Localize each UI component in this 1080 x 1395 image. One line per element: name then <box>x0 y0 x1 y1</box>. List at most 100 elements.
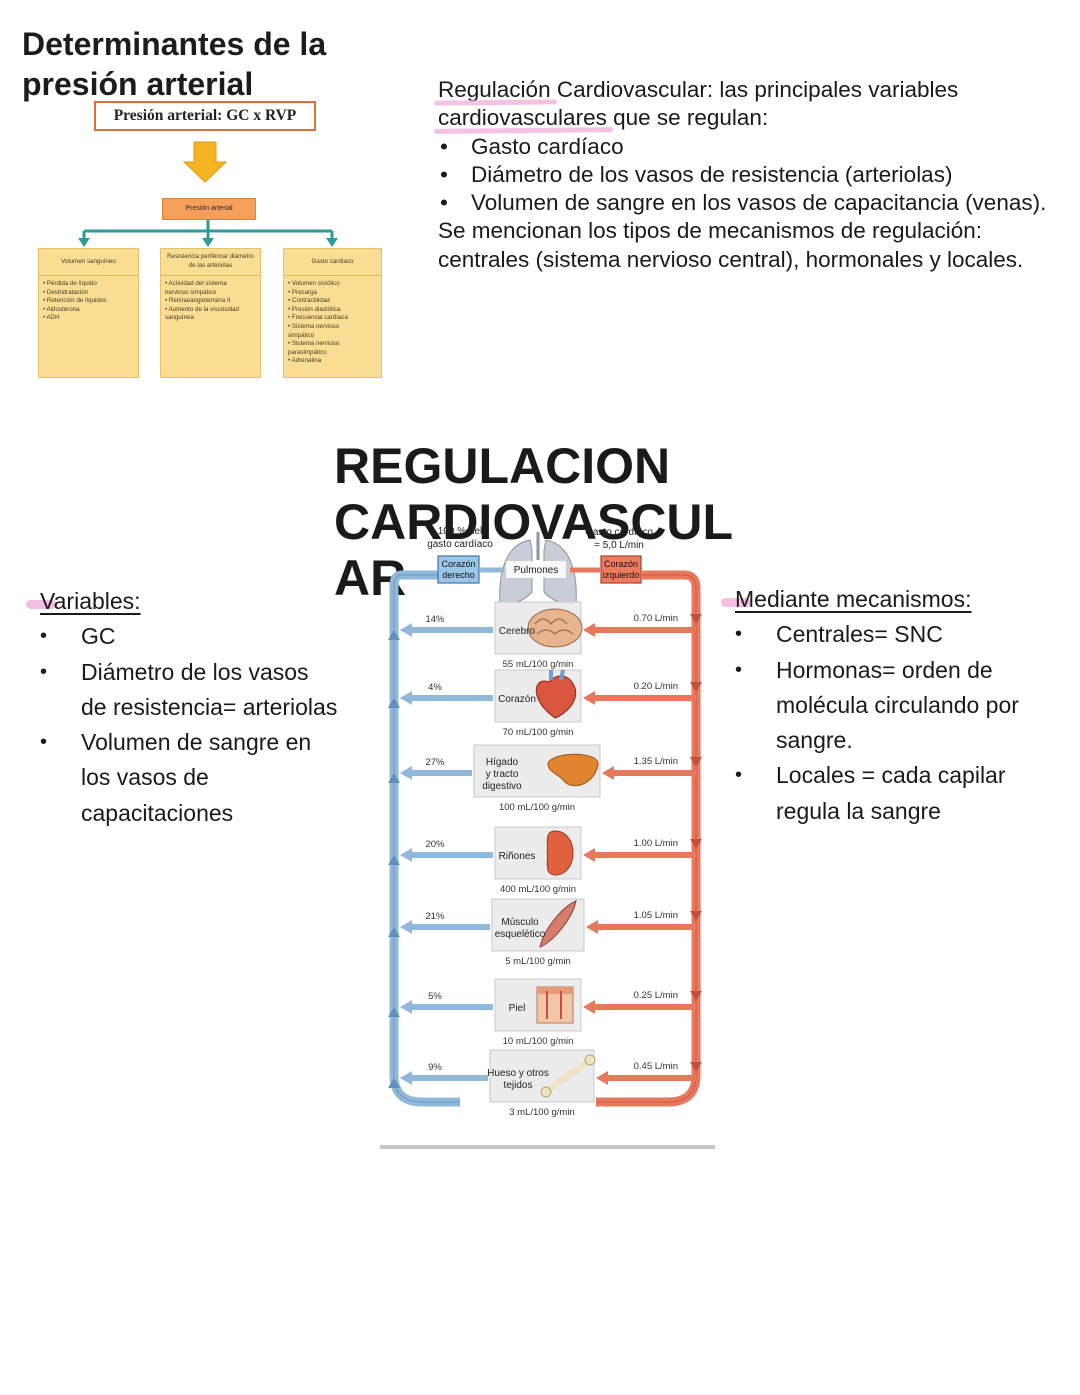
venous-arrow-icon <box>400 766 412 780</box>
arterial-arrow-icon <box>602 766 614 780</box>
kidney-icon <box>546 830 574 876</box>
heart-icon <box>535 669 577 719</box>
downflow-arrow-icon <box>690 614 702 624</box>
downflow-arrow-icon <box>690 682 702 692</box>
list-item: Diámetro de los vasos de resistencia= ar… <box>40 655 340 726</box>
list-item: Volumen de sangre en los vasos de capaci… <box>438 189 1058 218</box>
venous-arrow-icon <box>400 1000 412 1014</box>
bone-icon <box>540 1054 596 1098</box>
svg-text:Corazón: Corazón <box>441 559 475 569</box>
arterial-loop-edge <box>596 574 697 1103</box>
organ-name: esquelético <box>495 929 546 940</box>
venous-arrow-icon <box>400 691 412 705</box>
output-percent-label: 14% <box>425 614 445 625</box>
blood-pressure-box: Presión arterial <box>162 198 256 220</box>
skin-icon <box>536 986 574 1024</box>
cardiac-output-distribution-diagram: 100 % del gasto cardíaco Gasto cardíaco … <box>380 520 715 1150</box>
page-title: Determinantes de la presión arterial <box>22 26 327 102</box>
upflow-arrow-icon <box>388 1007 400 1017</box>
flow-rate-label: 0.25 L/min <box>634 990 678 1001</box>
organ-name: Riñones <box>499 851 536 862</box>
downflow-arrow-icon <box>690 911 702 921</box>
venous-arrow-icon <box>400 1071 412 1085</box>
flow-per-mass-label: 100 mL/100 g/min <box>499 802 575 813</box>
organ-name: Piel <box>509 1003 526 1014</box>
organ-name: Hígado <box>486 757 519 768</box>
peripheral-resistance-box: Resistencia periférica/ diámetro de las … <box>160 248 261 378</box>
venous-arrow-icon <box>400 623 412 637</box>
arterial-arrow-icon <box>583 848 595 862</box>
organ-name: Hueso y otros <box>487 1068 549 1079</box>
arterial-arrow-icon <box>586 920 598 934</box>
flow-per-mass-label: 5 mL/100 g/min <box>505 956 570 967</box>
variables-list: Variables: GC Diámetro de los vasos de r… <box>26 584 340 831</box>
circulation-svg: 100 % del gasto cardíaco Gasto cardíaco … <box>388 526 702 1118</box>
diagram-connectors <box>78 141 338 247</box>
blood-pressure-determinants-diagram: Presión arterial: GC x RVP Presión arter… <box>36 98 386 383</box>
list-item: Diámetro de los vasos de resistencia (ar… <box>438 161 1058 190</box>
upflow-arrow-icon <box>388 855 400 865</box>
flow-rate-label: 1.05 L/min <box>634 910 678 921</box>
venous-arrow-icon <box>400 920 412 934</box>
flow-rate-label: 1.35 L/min <box>634 756 678 767</box>
organ-name: Corazón <box>498 694 536 705</box>
output-percent-label: 20% <box>425 839 445 850</box>
arterial-arrow-icon <box>583 691 595 705</box>
downflow-arrow-icon <box>690 757 702 767</box>
cardiac-output-box: Gasto cardíaco • Volumen sistólico • Pre… <box>283 248 382 378</box>
list-item: Centrales= SNC <box>735 617 1055 653</box>
downflow-arrow-icon <box>690 1062 702 1072</box>
total-output-label: 100 % del <box>438 526 482 537</box>
arterial-arrow-icon <box>583 623 595 637</box>
upflow-arrow-icon <box>388 698 400 708</box>
downflow-arrow-icon <box>690 839 702 849</box>
right-heart-box: Corazón derecho <box>437 555 480 584</box>
organ-name: tejidos <box>504 1080 533 1091</box>
upflow-arrow-icon <box>388 773 400 783</box>
formula-header: Presión arterial: GC x RVP <box>94 101 316 131</box>
variables-heading: Variables: <box>26 584 141 619</box>
upflow-arrow-icon <box>388 927 400 937</box>
flow-rate-label: 0.45 L/min <box>634 1061 678 1072</box>
intro-text: Regulación Cardiovascular: las principal… <box>438 76 1058 274</box>
venous-return-loop-edge <box>393 574 460 1103</box>
flow-rate-label: 0.70 L/min <box>634 613 678 624</box>
flow-per-mass-label: 3 mL/100 g/min <box>509 1107 574 1118</box>
flow-rate-label: 1.00 L/min <box>634 838 678 849</box>
flow-per-mass-label: 400 mL/100 g/min <box>500 884 576 895</box>
brain-icon <box>527 608 583 648</box>
output-percent-label: 9% <box>428 1062 442 1073</box>
output-percent-label: 21% <box>425 911 445 922</box>
down-arrow-icon <box>182 141 228 183</box>
liver-icon <box>547 753 599 787</box>
mechanisms-list: Mediante mecanismos: Centrales= SNC Horm… <box>721 582 1055 829</box>
svg-text:Corazón: Corazón <box>604 559 638 569</box>
list-item: Hormonas= orden de molécula circulando p… <box>735 653 1055 759</box>
section-title: REGULACION CARDIOVASCUL AR <box>334 438 734 606</box>
left-heart-box: Corazón izquierdo <box>600 555 642 584</box>
venous-arrow-icon <box>400 848 412 862</box>
mechanisms-paragraph: Se mencionan los tipos de mecanismos de … <box>438 218 1024 272</box>
flow-rate-label: 0.20 L/min <box>634 681 678 692</box>
mechanisms-heading: Mediante mecanismos: <box>721 582 972 617</box>
cardiac-output-label: Gasto cardíaco <box>585 527 653 538</box>
total-output-label: gasto cardíaco <box>427 539 493 550</box>
intro-bullet-list: Gasto cardíaco Diámetro de los vasos de … <box>438 133 1058 218</box>
organ-name: Músculo <box>501 917 539 928</box>
list-item: Gasto cardíaco <box>438 133 1058 162</box>
cardiac-output-label: = 5,0 L/min <box>594 540 644 551</box>
organ-name: y tracto <box>486 769 519 780</box>
list-item: Volumen de sangre en los vasos de capaci… <box>40 725 340 831</box>
lungs-label: Pulmones <box>514 565 558 576</box>
svg-text:derecho: derecho <box>442 570 475 580</box>
organ-name: digestivo <box>482 781 522 792</box>
output-percent-label: 27% <box>425 757 445 768</box>
muscle-icon <box>539 900 577 948</box>
